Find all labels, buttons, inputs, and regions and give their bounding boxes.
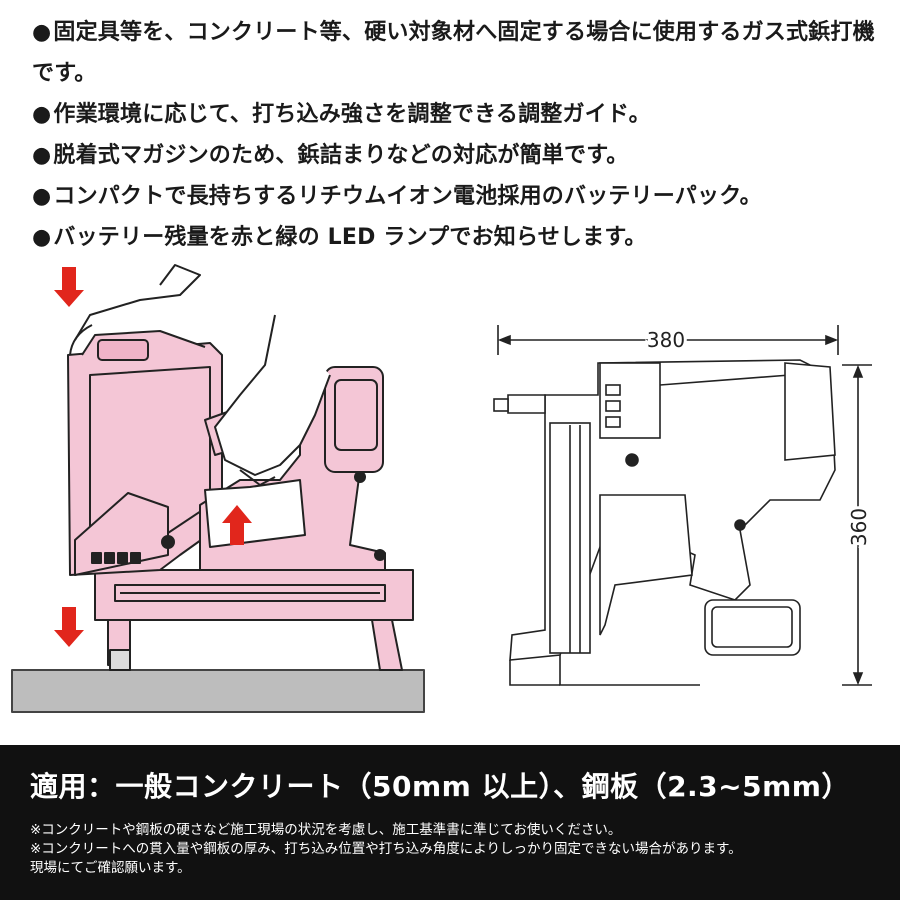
bullet-icon: ● <box>32 102 52 127</box>
arrow-up-icon <box>222 505 252 545</box>
usage-band: 適用：一般コンクリート（50mm 以上）、鋼板（2.3~5mm） ※コンクリート… <box>0 745 900 900</box>
height-dimension-label: 360 <box>847 508 871 546</box>
feature-item: ●作業環境に応じて、打ち込み強さを調整できる調整ガイド。 <box>32 102 651 127</box>
floor-surface <box>11 669 425 713</box>
feature-item: ●固定具等を、コンクリート等、硬い対象材へ固定する場合に使用するガス式鋲打機です… <box>32 20 875 86</box>
caution-note: ※コンクリートへの貫入量や鋼板の厚み、打ち込み位置や打ち込み角度によりしっかり固… <box>30 841 742 857</box>
caution-note: ※コンクリートや鋼板の硬さなど施工現場の状況を考慮し、施工基準書に準じてお使いく… <box>30 822 622 838</box>
feature-item: ●コンパクトで長持ちするリチウムイオン電池採用のバッテリーパック。 <box>32 184 762 209</box>
usage-heading: 適用：一般コンクリート（50mm 以上）、鋼板（2.3~5mm） <box>30 770 850 803</box>
tool-illustration: 380 360 <box>11 264 874 713</box>
pink-nailer-drawing <box>11 264 425 713</box>
caution-note: 現場にてご確認願います。 <box>30 860 191 876</box>
bullet-icon: ● <box>32 143 52 168</box>
bullet-icon: ● <box>32 225 52 250</box>
arrow-down-icon <box>54 267 84 307</box>
bullet-icon: ● <box>32 184 52 209</box>
bullet-icon: ● <box>32 20 52 45</box>
arrow-down-icon <box>54 607 84 647</box>
feature-item: ●バッテリー残量を赤と緑の LED ランプでお知らせします。 <box>32 225 647 250</box>
width-dimension-label: 380 <box>647 328 685 352</box>
force-arrows <box>54 267 252 647</box>
dimension-drawing <box>493 325 872 686</box>
feature-item: ●脱着式マガジンのため、鋲詰まりなどの対応が簡単です。 <box>32 143 629 168</box>
feature-list: ●固定具等を、コンクリート等、硬い対象材へ固定する場合に使用するガス式鋲打機です… <box>32 12 882 258</box>
caution-notes: ※コンクリートや鋼板の硬さなど施工現場の状況を考慮し、施工基準書に準じてお使いく… <box>30 821 880 878</box>
